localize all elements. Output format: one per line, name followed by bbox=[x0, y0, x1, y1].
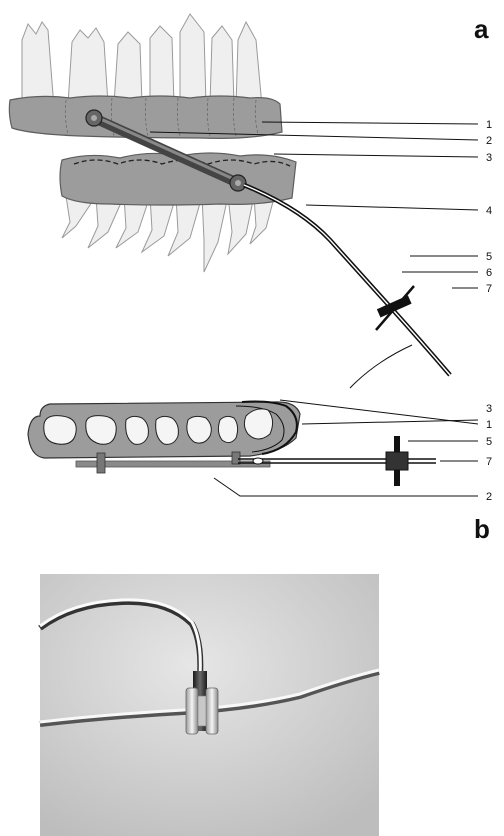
labels-bottom: 1 3 5 7 2 bbox=[486, 403, 492, 503]
leader-3 bbox=[274, 154, 478, 157]
label-bottom-5: 5 bbox=[486, 436, 492, 448]
label-5: 5 bbox=[486, 251, 492, 263]
outer-tube bbox=[244, 185, 450, 375]
leader-4 bbox=[306, 205, 478, 210]
occlusal-tooth bbox=[244, 409, 272, 439]
occlusal-tooth bbox=[44, 416, 76, 445]
lower-teeth bbox=[62, 196, 274, 272]
panel-b-letter: b bbox=[474, 514, 490, 544]
occlusal-tube-end bbox=[253, 458, 263, 464]
label-bottom-7: 7 bbox=[486, 456, 492, 468]
leader-bottom-2 bbox=[214, 478, 478, 496]
label-bottom-3: 3 bbox=[486, 403, 492, 415]
upper-tooth bbox=[210, 26, 234, 104]
tube-assembly bbox=[244, 185, 450, 388]
occlusal-tooth bbox=[126, 416, 149, 444]
upper-tooth bbox=[180, 14, 206, 104]
leader-bottom-3 bbox=[302, 420, 478, 424]
upper-tooth bbox=[150, 26, 174, 104]
occlusal-bar-pin-left bbox=[97, 453, 105, 473]
label-1: 1 bbox=[486, 119, 492, 131]
upper-dental-arch bbox=[9, 14, 282, 138]
label-4: 4 bbox=[486, 205, 492, 217]
occlusal-tooth bbox=[187, 416, 211, 443]
photo-collar-right bbox=[206, 688, 218, 734]
label-2: 2 bbox=[486, 135, 492, 147]
occlusal-stopper-body bbox=[386, 452, 408, 470]
labels-top: 1 2 3 4 5 6 7 bbox=[486, 119, 492, 295]
upper-tooth bbox=[68, 28, 108, 104]
photograph bbox=[40, 574, 379, 836]
lower-tooth bbox=[202, 196, 228, 272]
label-bottom-2: 2 bbox=[486, 491, 492, 503]
upper-tooth bbox=[236, 22, 262, 106]
label-bottom-1: 1 bbox=[486, 419, 492, 431]
occlusal-view bbox=[28, 402, 436, 487]
photo-collar-center bbox=[198, 696, 206, 726]
occlusal-tooth bbox=[156, 416, 179, 444]
upper-teeth bbox=[22, 14, 262, 108]
inner-wire bbox=[244, 185, 450, 375]
photo-collar-left bbox=[186, 688, 198, 734]
upper-gum-splint bbox=[9, 96, 282, 138]
occlusal-tooth bbox=[218, 416, 237, 442]
thread bbox=[350, 345, 412, 388]
rod-pivot-upper-center bbox=[91, 115, 97, 121]
panel-a-letter: a bbox=[474, 14, 489, 44]
lower-dental-arch bbox=[60, 153, 296, 272]
label-3: 3 bbox=[486, 152, 492, 164]
upper-tooth bbox=[114, 32, 142, 104]
label-6: 6 bbox=[486, 267, 492, 279]
leader-1 bbox=[262, 122, 478, 124]
label-7: 7 bbox=[486, 283, 492, 295]
upper-tooth bbox=[22, 22, 54, 108]
rod-pivot-lower-center bbox=[235, 180, 241, 186]
